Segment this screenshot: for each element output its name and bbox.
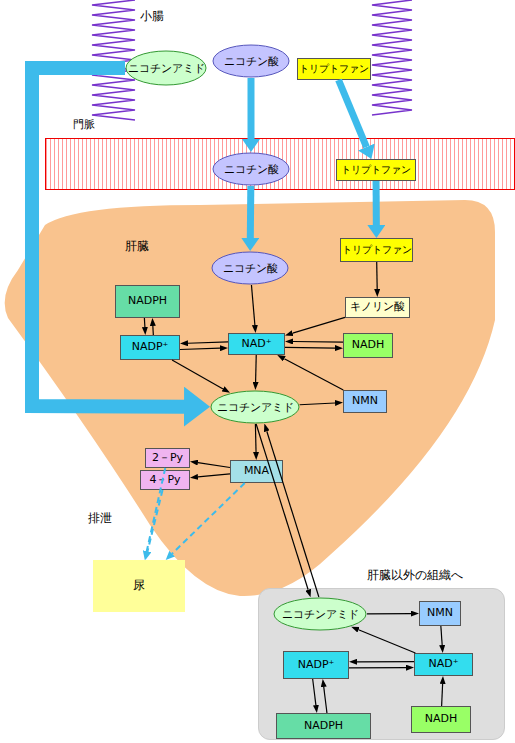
node-label: NADP⁺ xyxy=(298,659,335,672)
nutrient-ellipse: ニコチンアミド xyxy=(210,390,300,424)
villi-zigzag xyxy=(372,0,412,115)
metabolite-box: NMN xyxy=(343,390,387,413)
region-heading: 門脈 xyxy=(73,119,95,132)
node-label: 4－Py xyxy=(149,474,180,487)
coenzyme-box: NADH xyxy=(411,706,471,733)
node-label: トリプトファン xyxy=(299,63,369,75)
node-label: ニコチン酸 xyxy=(223,262,278,274)
node-label: NAD⁺ xyxy=(428,658,458,671)
node-label: トリプトファン xyxy=(341,164,411,176)
node-label: ニコチンアミド xyxy=(217,401,294,413)
nutrient-ellipse: ニコチン酸 xyxy=(212,152,290,186)
coenzyme-box: NADPH xyxy=(115,285,180,318)
other-tissue-region: 肝臓以外の組織へニコチンアミドNMNNADP⁺NAD⁺NADPHNADH xyxy=(258,588,505,740)
portal-vein-band: 門脈ニコチン酸トリプトファン xyxy=(45,138,515,190)
node-label: NADH xyxy=(352,339,385,352)
ellipse-shape xyxy=(274,598,366,630)
coenzyme-box: NAD⁺ xyxy=(414,653,473,676)
coenzyme-box: NADP⁺ xyxy=(120,335,180,360)
nutrient-box: トリプトファン xyxy=(297,58,371,80)
node-label: トリプトファン xyxy=(342,244,412,256)
ellipse-shape xyxy=(126,51,206,85)
region-label: 排泄 xyxy=(88,510,112,527)
nutrient-box: トリプトファン xyxy=(336,159,416,181)
node-label: NADH xyxy=(425,713,458,726)
liver-region: 肝臓ニコチン酸 トリプトファン NADPH キノリン酸 NADP⁺ NAD⁺ NADH ニコチ… xyxy=(0,195,500,600)
node-label: ニコチン酸 xyxy=(224,55,279,67)
node-label: NMN xyxy=(427,607,453,620)
ellipse-shape xyxy=(212,252,288,284)
node-label: 2－Py xyxy=(152,452,183,465)
node-label: キノリン酸 xyxy=(350,301,405,314)
node-label: ニコチン酸 xyxy=(224,163,279,175)
metabolite-box: 2－Py xyxy=(145,448,190,468)
nutrient-ellipse: ニコチン酸 xyxy=(211,251,289,285)
nutrient-box: トリプトファン xyxy=(340,238,413,262)
node-label: NAD⁺ xyxy=(241,338,271,351)
liver-shape xyxy=(5,200,495,596)
nutrient-ellipse: ニコチンアミド xyxy=(125,50,207,86)
urine-box: 尿 xyxy=(93,560,185,612)
flow-arrow xyxy=(248,78,255,139)
villi-zigzag xyxy=(92,0,135,120)
node-label: ニコチンアミド xyxy=(282,608,359,620)
ellipse-shape xyxy=(213,153,289,185)
node-label: NADPH xyxy=(128,295,167,308)
flow-arrow xyxy=(339,80,367,147)
coenzyme-box: NADH xyxy=(343,333,393,358)
region-heading: 肝臓以外の組織へ xyxy=(367,569,463,583)
node-label: ニコチンアミド xyxy=(128,62,205,74)
nutrient-ellipse: ニコチン酸 xyxy=(212,44,290,78)
region-label: 小腸 xyxy=(140,8,164,25)
metabolite-box: NMN xyxy=(419,601,461,626)
ellipse-shape xyxy=(213,45,289,77)
coenzyme-box: NAD⁺ xyxy=(228,333,285,355)
metabolite-box: MNA xyxy=(230,460,283,483)
node-label: NADPH xyxy=(304,720,343,733)
node-label: NMN xyxy=(352,395,378,408)
metabolite-box: キノリン酸 xyxy=(345,297,410,318)
coenzyme-box: NADPH xyxy=(276,713,371,739)
node-label: MNA xyxy=(244,465,269,478)
metabolite-box: 4－Py xyxy=(140,470,190,490)
coenzyme-box: NADP⁺ xyxy=(283,651,349,679)
nutrient-ellipse: ニコチンアミド xyxy=(273,597,367,631)
node-label: 尿 xyxy=(133,579,145,593)
region-heading: 肝臓 xyxy=(125,240,149,254)
ellipse-shape xyxy=(211,391,299,423)
node-label: NADP⁺ xyxy=(132,341,169,354)
